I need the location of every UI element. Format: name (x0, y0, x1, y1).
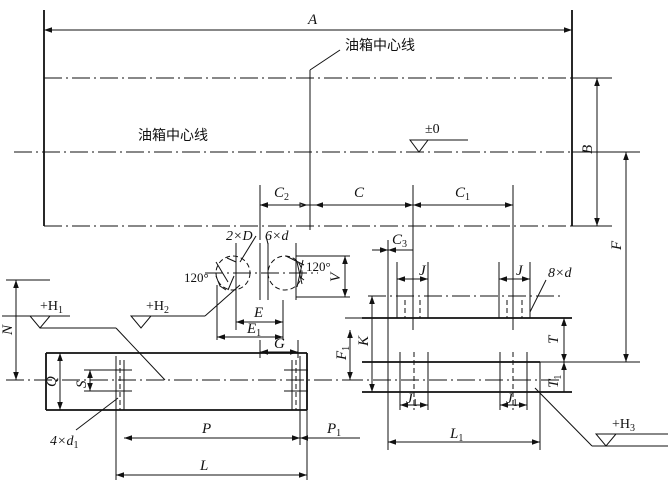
left-base (6, 352, 360, 480)
tank-centerline-label-top: 油箱中心线 (345, 38, 415, 54)
dimension-L1-label: L1 (449, 426, 463, 444)
dimension-C-chain: C2 C C1 (259, 185, 514, 330)
dimension-J1-right-label: J1 (506, 391, 518, 409)
dimension-E1-label: E1 (246, 321, 261, 339)
dimension-G-label: G (274, 336, 285, 352)
level-H1-symbol: +H1 (2, 299, 166, 381)
dimension-C3-label: C3 (392, 232, 407, 250)
flange-view: 120° 120° 2×D 6×d (184, 229, 331, 300)
angle-label-left: 120° (184, 270, 209, 285)
dimension-P-L: P P1 L (116, 410, 360, 480)
dimension-B-label: B (580, 145, 596, 154)
right-base: C3 J J J1 J1 L1 (345, 232, 572, 450)
dimension-J1-left-label: J1 (406, 391, 418, 409)
dimension-T-label: T (546, 334, 562, 344)
dimension-J-right-label: J (516, 263, 524, 279)
dimension-C1-label: C1 (455, 185, 470, 203)
level-zero-symbol: ±0 (409, 122, 468, 153)
dimension-P-label: P (201, 421, 211, 437)
dimension-C-label: C (354, 185, 365, 201)
dimension-J-left-label: J (419, 263, 427, 279)
dimension-N: N (0, 279, 50, 380)
dimension-T-T1: T T1 (546, 318, 567, 392)
dimension-F: F (540, 151, 640, 363)
dimension-E-group: E E1 G (216, 285, 299, 358)
dimension-F-label: F (609, 240, 625, 251)
level-H3-symbol: +H3 (534, 387, 668, 447)
level-H3-label: +H3 (612, 417, 635, 434)
dimension-T1-label: T1 (546, 375, 564, 388)
dimension-F1-label: F1 (334, 346, 352, 361)
dimension-E-label: E (253, 305, 263, 321)
dimension-L-label: L (199, 458, 208, 474)
dimension-A-label: A (307, 12, 318, 28)
svg-text:4×d1: 4×d1 (50, 434, 78, 451)
callout-4xd1: 4×d1 (50, 397, 119, 451)
dimension-C2-label: C2 (274, 185, 289, 203)
level-zero-label: ±0 (425, 122, 440, 137)
callout-2xD: 2×D (226, 229, 253, 244)
callout-6xd: 6×d (265, 229, 289, 244)
level-H2-symbol: +H2 (129, 284, 241, 329)
oil-tank (14, 10, 640, 230)
level-H2-label: +H2 (146, 299, 169, 316)
dimension-V-label: V (328, 271, 344, 282)
level-H1-label: +H1 (40, 299, 63, 316)
dimension-Q-label: Q (44, 376, 60, 387)
dimension-N-label: N (0, 324, 16, 336)
dimension-S-label: S (74, 380, 90, 388)
dimension-F1-K: F1 K (334, 296, 375, 392)
angle-label-right: 120° (306, 259, 331, 274)
dimension-P1-label: P1 (326, 421, 341, 439)
tank-centerline-label-left: 油箱中心线 (138, 128, 208, 144)
dimension-V: V (296, 255, 350, 298)
dimension-K-label: K (356, 335, 372, 347)
svg-text:8×d: 8×d (548, 266, 572, 281)
dimension-A: A (44, 12, 572, 33)
dimension-Q-S: Q S (44, 353, 112, 410)
callout-8xd: 8×d (529, 266, 572, 313)
